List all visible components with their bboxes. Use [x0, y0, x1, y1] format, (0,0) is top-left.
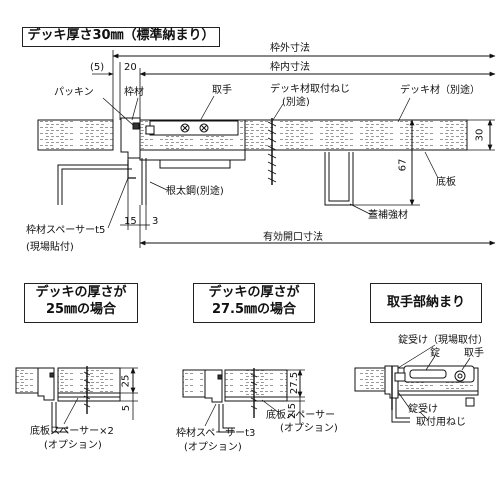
label-spacer-t5-note: (現場貼付) [26, 242, 74, 253]
p25-spacer-label-note: (オプション) [44, 440, 102, 451]
label-frame-material: 枠材 [124, 87, 144, 98]
label-handle: 取手 [212, 85, 232, 96]
handle-panel-drawing [354, 344, 479, 423]
handle-lock-receiver-site: 錠受け（現場取付） [398, 335, 488, 346]
p25-spacer-label: 底板スペーサー×2 [30, 426, 114, 437]
dim-30: 30 [474, 128, 486, 142]
deck-right [244, 119, 468, 151]
p25-dim-25: 25 [120, 374, 132, 388]
p25-dim-5: 5 [121, 404, 133, 412]
dim-3: 3 [152, 216, 159, 227]
label-deck-material: デッキ材（別途） [400, 85, 480, 96]
dim-67: 67 [397, 158, 409, 172]
main-detail [37, 50, 496, 248]
handle-plate [149, 120, 239, 136]
p275-frame-spacer-label-note: (オプション) [184, 442, 242, 453]
main-title: デッキ厚さ30㎜（標準納まり） [22, 27, 220, 47]
p275-bottom-spacer-label-note: (オプション) [280, 423, 338, 434]
panel-25-title-line2: 25㎜の場合 [45, 302, 117, 317]
panel-25-title-line1: デッキの厚さが [35, 285, 127, 300]
bottom-plate [139, 149, 246, 161]
label-bottom-plate: 底板 [436, 177, 456, 188]
handle-lock-receiver: 錠受け [408, 404, 438, 415]
dim-p5: (5) [90, 62, 105, 73]
panel-275-drawing [182, 368, 305, 433]
deck-left [37, 119, 114, 151]
p275-bottom-spacer-label: 底板スペーサー [266, 410, 336, 421]
label-deck-screw: デッキ材取付ねじ [270, 84, 350, 95]
p275-frame-spacer-label: 枠材スペーサーt3 [176, 428, 256, 439]
panel-275-title: デッキの厚さが 27.5㎜の場合 [193, 283, 315, 323]
handle-screw: 取付用ねじ [416, 417, 466, 428]
dim-20: 20 [124, 62, 137, 73]
p275-dim-275: 27.5 [289, 371, 301, 395]
frame-outer-dim: 枠外寸法 [270, 43, 310, 54]
handle-panel-title-text: 取手部納まり [386, 295, 465, 310]
handle-panel-title: 取手部納まり [370, 283, 482, 323]
label-reinforcement: 蓋補強材 [368, 210, 408, 221]
packing [132, 122, 140, 130]
panel-25-title: デッキの厚さが 25㎜の場合 [24, 283, 138, 323]
label-deck-screw-note: (別途) [282, 97, 310, 108]
lid-reinforcement [324, 152, 354, 206]
joist [57, 158, 129, 205]
label-nedabuta: 根太鋼(別途) [166, 186, 224, 197]
label-spacer-t5: 枠材スペーサーt5 [26, 225, 106, 236]
main-title-text: デッキ厚さ30㎜（標準納まり） [27, 28, 215, 43]
dim-15: 15 [124, 216, 137, 227]
label-packing: パッキン [54, 87, 94, 98]
handle-lock: 錠 [430, 348, 440, 359]
panel-275-title-line2: 27.5㎜の場合 [211, 302, 297, 317]
handle-handle: 取手 [464, 348, 484, 359]
effective-opening-dim: 有効開口寸法 [263, 232, 323, 243]
panel-275-title-line1: デッキの厚さが [208, 285, 300, 300]
panel-25-drawing [15, 366, 138, 433]
frame-inner-dim: 枠内寸法 [270, 62, 310, 73]
